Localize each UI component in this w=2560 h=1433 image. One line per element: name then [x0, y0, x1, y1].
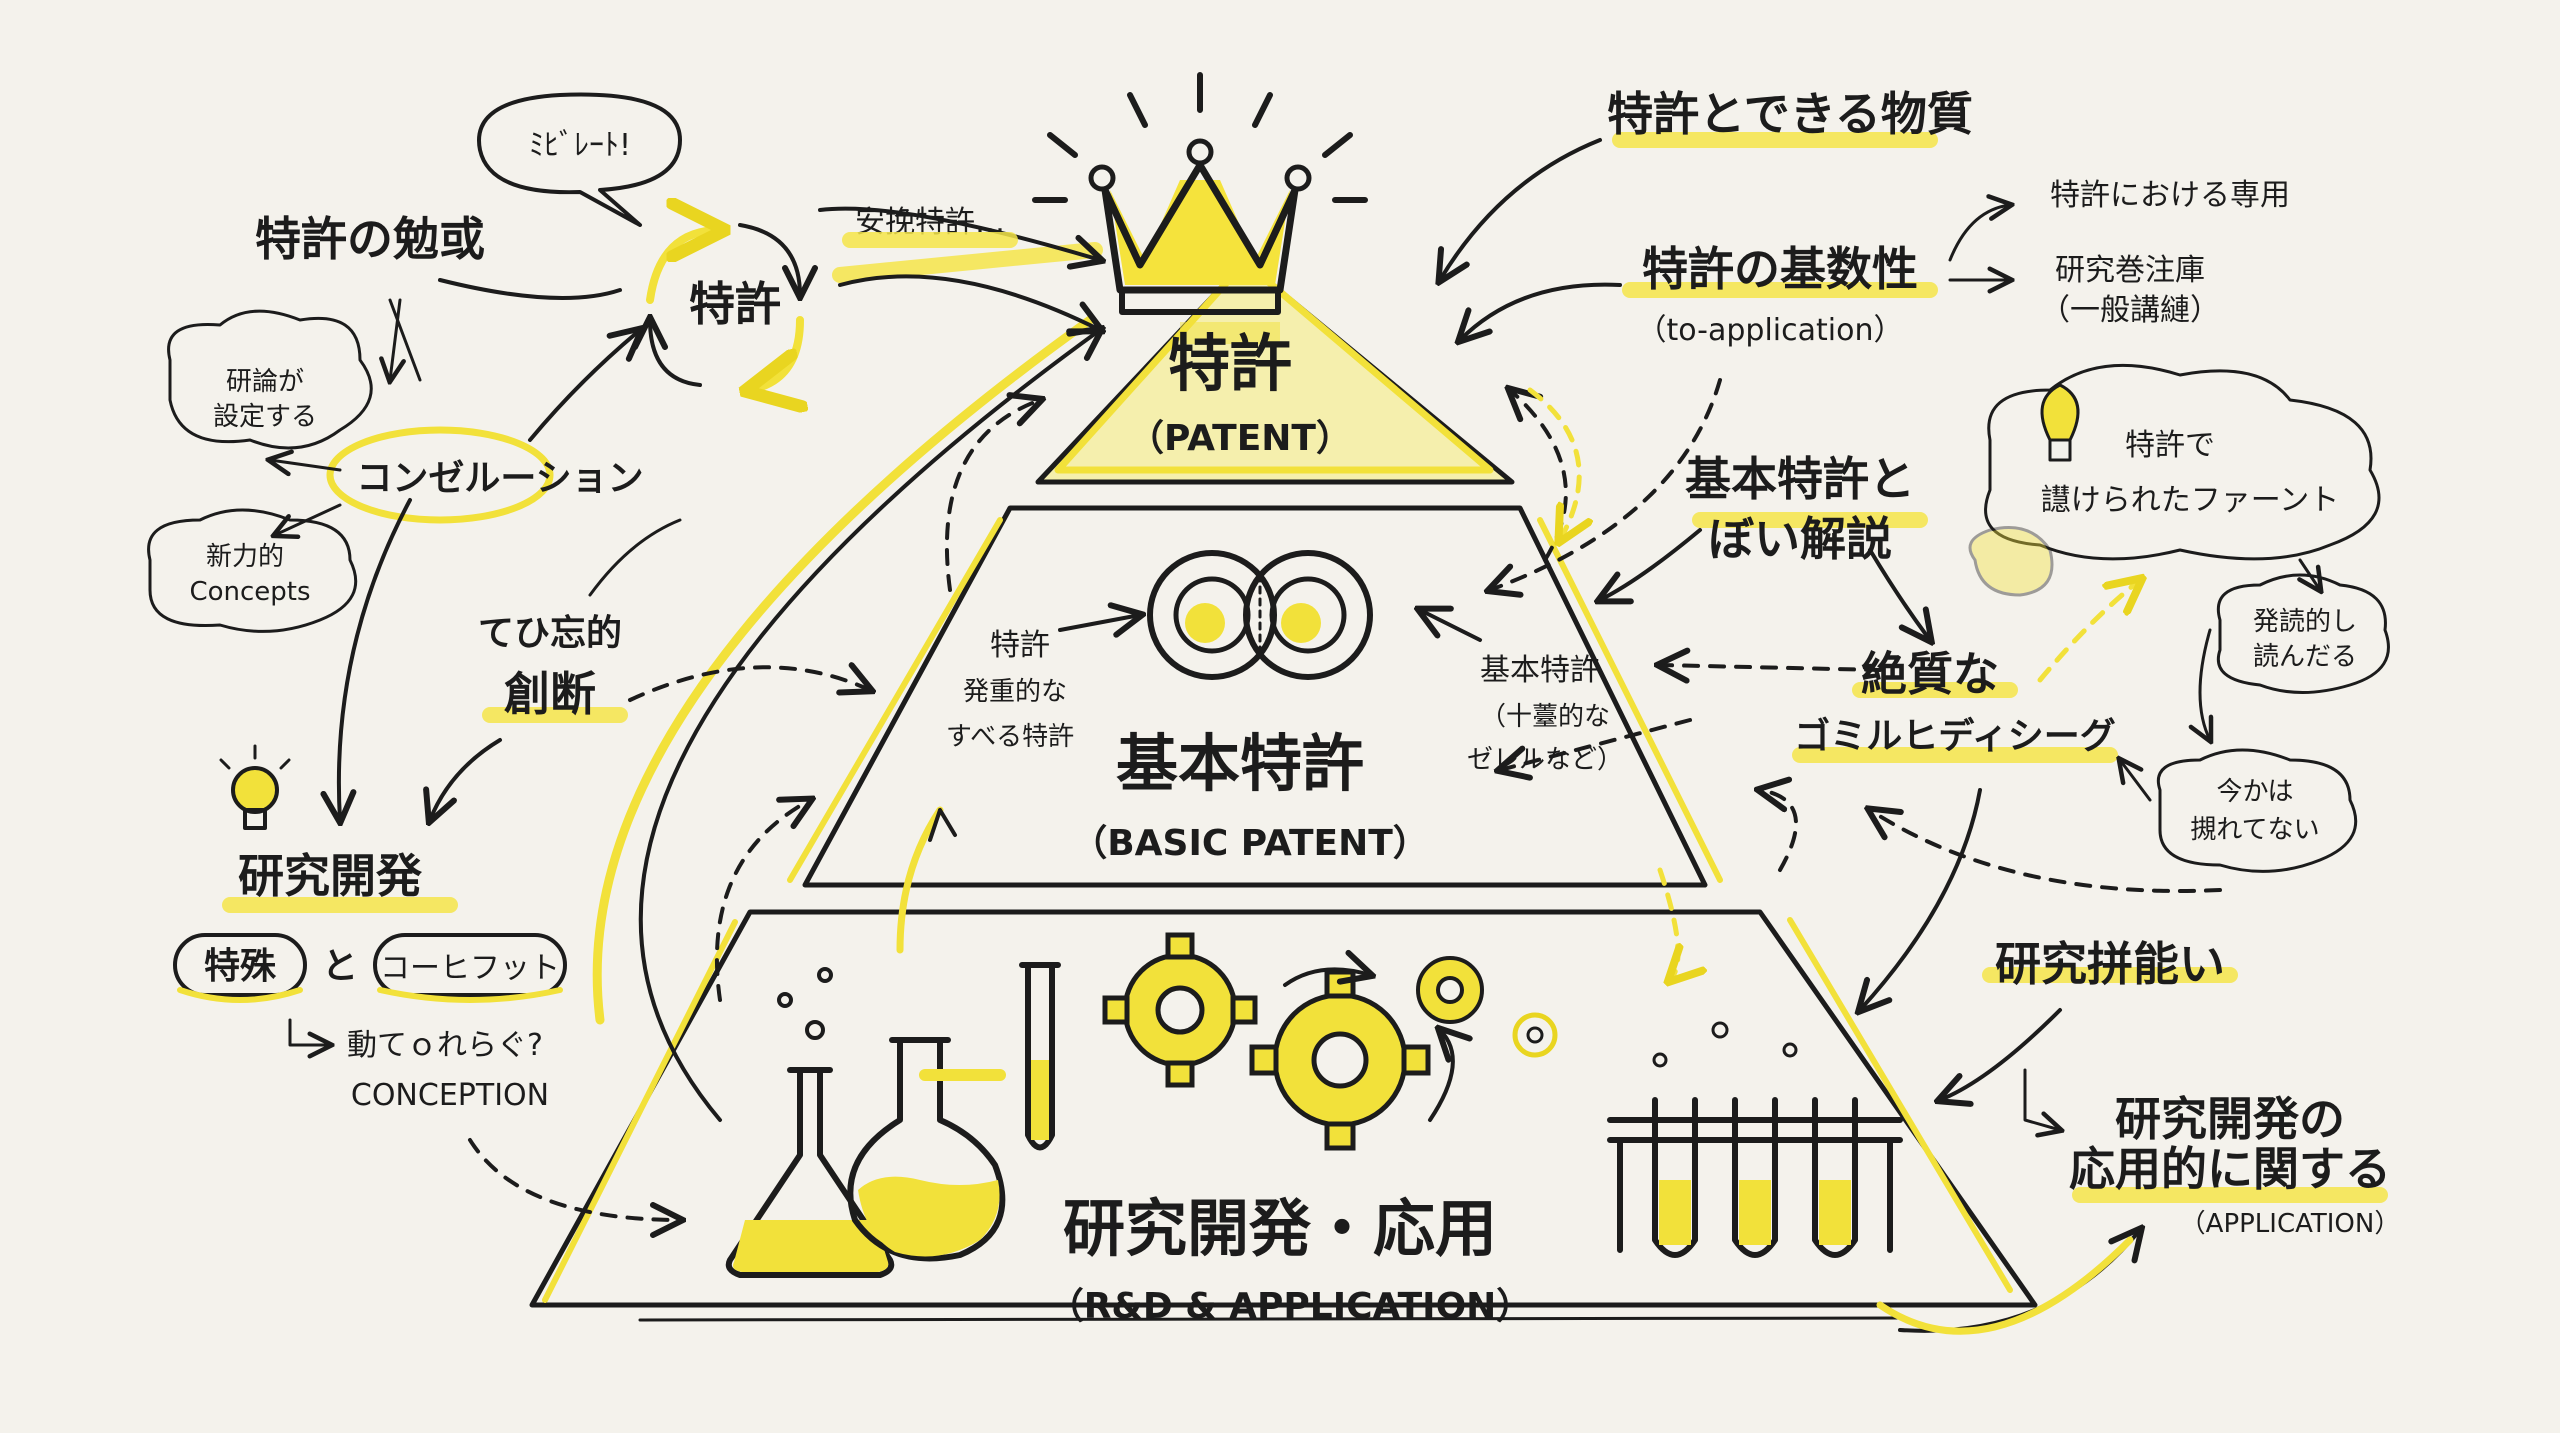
label-research-lib-2: （一般講縺） [2040, 293, 2220, 328]
gear-icon [1515, 1015, 1555, 1055]
pill-left-text: 特殊 [204, 946, 277, 987]
speech-bubble-text: ﾐﾋﾞﾚｰﾄ! [529, 128, 631, 163]
cloud-research-2: 設定する [213, 402, 317, 432]
label-basic-number: 特許の基数性 [1642, 242, 1918, 296]
infinity-seal-icon [1150, 553, 1370, 677]
tier-middle-title: 基本特許 [1116, 727, 1364, 800]
label-convolution: コンゼルーション [356, 458, 643, 499]
cloud-font-2: 譿けられたファーント [2041, 483, 2340, 518]
tier-bottom-subtitle: （R&D & APPLICATION） [1048, 1286, 1533, 1327]
blob-icon [1970, 528, 2052, 596]
gear-icon [1105, 935, 1255, 1085]
cloud-read-2: 読んだる [2253, 642, 2357, 672]
label-application-en: （APPLICATION） [2180, 1209, 2401, 1239]
label-move: 動てｏれらぐ? [347, 1028, 543, 1063]
tier-top-subtitle: （PATENT） [1128, 418, 1352, 459]
label-creative-2: 創断 [504, 667, 596, 721]
crown-icon [1035, 75, 1365, 312]
lightbulb-icon [2042, 385, 2078, 460]
tier-bottom-title: 研究開発・応用 [1063, 1192, 1497, 1265]
label-explanation-2: ぼい解説 [1708, 512, 1892, 566]
cloud-now [2158, 750, 2355, 871]
label-cycle: 特許 [689, 277, 781, 331]
cloud-concepts-1: 新力的 [206, 542, 284, 572]
tier-top-title: 特許 [1168, 327, 1292, 400]
label-material: 特許とできる物質 [1607, 87, 1973, 141]
arc-left-large [597, 320, 1090, 1020]
label-exclusive: 特許における専用 [2050, 178, 2290, 213]
cloud-concepts-2: Concepts [189, 577, 310, 607]
cloud-now-1: 今かは [2217, 777, 2294, 807]
tier-middle-subtitle: （BASIC PATENT） [1071, 823, 1429, 864]
mid-left-note-3: すべる特許 [946, 722, 1074, 752]
test-tube-rack-icon [1610, 1023, 1900, 1255]
gear-icon [1252, 972, 1428, 1148]
mid-right-note-1: 基本特許 [1480, 653, 1600, 688]
label-quality-1: 絶質な [1861, 647, 1999, 701]
label-and: と [322, 946, 358, 987]
label-application-2: 応用的に関する [2069, 1142, 2391, 1196]
flask-icon [729, 969, 892, 1275]
label-conception: CONCEPTION [351, 1078, 549, 1113]
lightbulb-icon [221, 746, 289, 828]
label-to-application: （to-application） [1637, 313, 1904, 348]
label-rnd: 研究開発 [238, 849, 423, 903]
mid-left-note-1: 特許 [990, 628, 1050, 663]
cloud-read-1: 発読的し [2253, 607, 2357, 637]
cloud-font-1: 特許で [2125, 428, 2215, 463]
label-ability: 研究拼能い [1995, 937, 2225, 991]
mid-right-note-3: ゼレルなど） [1467, 745, 1623, 775]
label-application-1: 研究開発の [2115, 1092, 2345, 1146]
gear-icon [1418, 958, 1482, 1022]
label-quality-2: ゴミルヒディシーグ [1794, 715, 2115, 757]
cloud-now-2: 摫れてない [2190, 815, 2319, 845]
label-research-lib-1: 研究巻注庫 [2055, 253, 2205, 288]
pill-right-text: コーヒフット [380, 951, 560, 986]
cloud-research-1: 研論が [226, 367, 304, 397]
label-creative-1: てひ忘的 [478, 613, 622, 654]
label-explanation-1: 基本特許と [1685, 452, 1915, 506]
label-study: 特許の勉或 [255, 212, 485, 266]
mid-left-note-2: 発重的な [963, 677, 1067, 707]
mid-right-note-2: （十薹的な [1480, 702, 1610, 732]
